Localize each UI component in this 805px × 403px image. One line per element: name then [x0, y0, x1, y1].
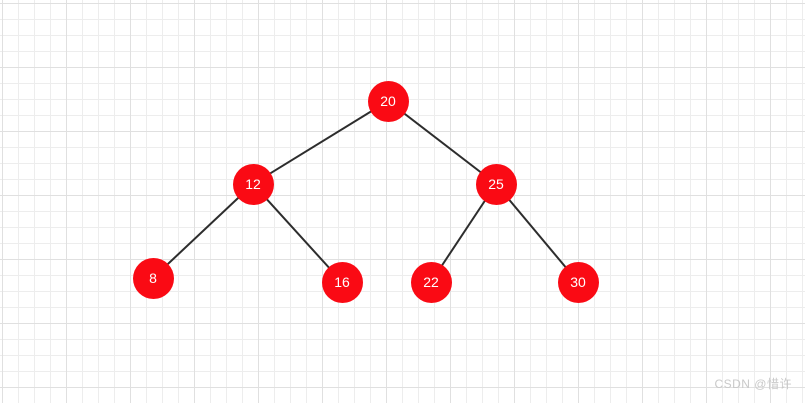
- tree-edge-20-12: [252, 100, 389, 185]
- tree-node-8[interactable]: 8: [132, 257, 174, 299]
- tree-node-16[interactable]: 16: [321, 261, 363, 303]
- tree-edge-12-16: [252, 183, 343, 283]
- tree-node-30[interactable]: 30: [557, 261, 599, 303]
- tree-node-20[interactable]: 20: [367, 80, 409, 122]
- tree-node-12[interactable]: 12: [232, 163, 274, 205]
- tree-edge-25-30: [495, 183, 579, 283]
- tree-node-22[interactable]: 22: [410, 261, 452, 303]
- tree-edge-20-25: [387, 100, 497, 185]
- tree-node-25[interactable]: 25: [475, 163, 517, 205]
- tree-edge-12-8: [152, 183, 254, 279]
